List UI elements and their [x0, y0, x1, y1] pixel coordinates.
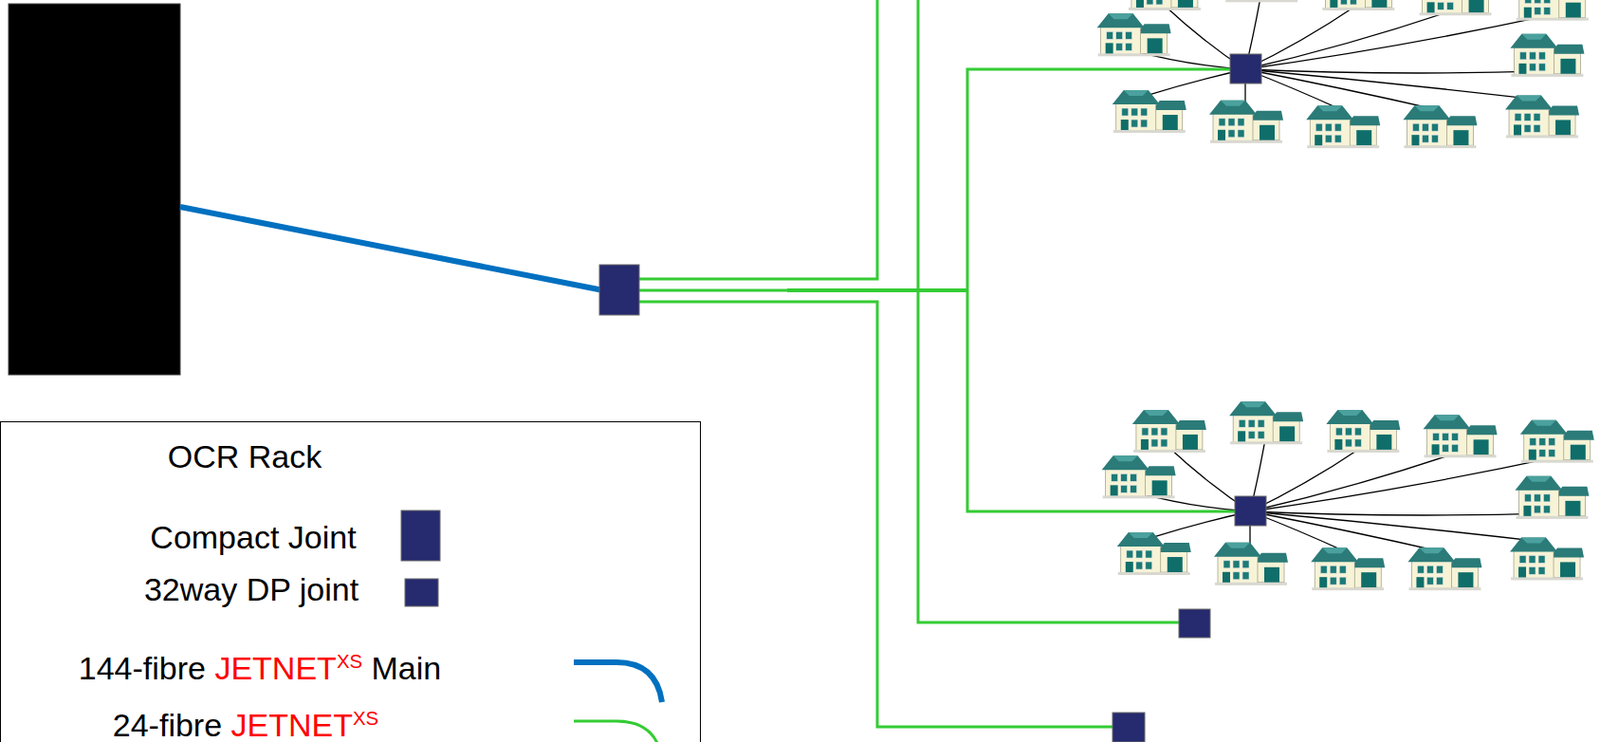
- drop-cable: [1245, 69, 1542, 100]
- house: [1097, 13, 1172, 56]
- house: [1321, 0, 1396, 11]
- ocr-rack: [8, 3, 181, 375]
- house: [1402, 105, 1477, 148]
- drop-cable: [1250, 511, 1444, 552]
- brand-superscript: XS: [352, 707, 379, 729]
- text-part: 24-fibre: [112, 706, 232, 742]
- legend-compact-joint: [401, 510, 441, 561]
- drop-cable: [1250, 457, 1557, 512]
- drop-cable: [1250, 511, 1551, 515]
- brand-superscript: XS: [336, 650, 363, 672]
- distribution-cables: [639, 0, 1235, 727]
- dp-joint: [1230, 54, 1262, 84]
- cable: [639, 0, 878, 279]
- house: [1325, 409, 1400, 453]
- house: [1418, 0, 1493, 16]
- house: [1112, 90, 1187, 133]
- house: [1505, 94, 1580, 138]
- cable: [639, 301, 1113, 727]
- house: [1509, 536, 1584, 580]
- dp-joint: [1178, 608, 1211, 638]
- house: [1514, 476, 1589, 519]
- cable: [967, 290, 1235, 512]
- house: [1305, 105, 1380, 148]
- brand-name: JETNET: [214, 649, 336, 686]
- house: [1224, 0, 1299, 2]
- house: [1310, 547, 1385, 590]
- drop-cable: [1250, 446, 1362, 512]
- house: [1509, 34, 1584, 77]
- drop-cable: [1250, 451, 1460, 512]
- legend-heading: OCR Rack: [167, 439, 322, 475]
- legend-main-cable: [573, 662, 663, 702]
- main-cable: [180, 206, 604, 291]
- house: [1132, 409, 1207, 453]
- house: [1423, 414, 1498, 458]
- house: [1515, 0, 1590, 21]
- dp-joint: [1112, 712, 1145, 742]
- house: [1229, 401, 1304, 444]
- cable-bundle: [787, 288, 968, 293]
- house: [1117, 532, 1192, 575]
- legend-text: 144-fibre JETNETXS Main: [78, 650, 442, 686]
- cable: [967, 69, 1231, 291]
- dp-joint: [1234, 496, 1267, 526]
- drop-cable: [1245, 4, 1358, 70]
- legend-text: 32way DP joint: [144, 571, 359, 607]
- legend-text: Compact Joint: [149, 519, 356, 555]
- house: [1127, 0, 1202, 11]
- drop-cable: [1245, 15, 1552, 70]
- house: [1520, 420, 1595, 463]
- drop-cable: [1245, 69, 1439, 111]
- drop-cable: [1245, 69, 1546, 74]
- text-part: Main: [362, 649, 442, 686]
- legend-text: 24-fibre JETNETXS: [112, 707, 379, 742]
- house-clusters: [1097, 0, 1595, 590]
- brand-name: JETNET: [231, 706, 353, 742]
- cable: [918, 0, 1179, 623]
- joints: [599, 54, 1267, 742]
- legend-dp-joint: [404, 578, 439, 607]
- drop-cable: [1250, 511, 1546, 542]
- drop-cable: [1245, 9, 1455, 70]
- house: [1102, 455, 1177, 498]
- legend-box: [0, 422, 701, 742]
- house: [1209, 100, 1284, 144]
- legend-cable: [573, 720, 663, 742]
- text-part: 144-fibre: [78, 649, 216, 686]
- cable: [639, 289, 968, 293]
- house: [1407, 547, 1482, 590]
- house: [1213, 542, 1288, 586]
- compact-joint: [599, 264, 640, 315]
